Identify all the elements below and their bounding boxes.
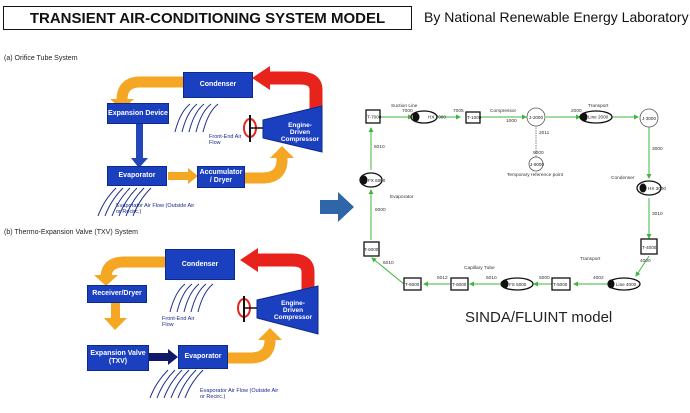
label-temp-ref: Temporary reference point (507, 172, 564, 178)
compressor-label-bottom: Engine-Driven Compressor (273, 300, 313, 322)
node-t6000 (450, 277, 469, 291)
path-9000: 9000 (533, 150, 544, 156)
pipe-network (368, 114, 652, 287)
path-1000: 1000 (506, 118, 517, 124)
credit-text: By National Renewable Energy Laboratory (424, 9, 689, 25)
section-label-a: (a) Orifice Tube System (4, 55, 78, 62)
node-j9000 (528, 156, 544, 172)
receiver-block: Receiver/Dryer (87, 285, 147, 303)
path-6000: 6000 (375, 207, 386, 213)
blue-arrowhead-b (168, 349, 178, 365)
orange-flow-arrow-b (100, 256, 165, 279)
node-t7000 (365, 109, 381, 124)
orange-arrowhead-2 (188, 168, 198, 184)
node-t5000 (551, 277, 571, 291)
blue-flow-arrow (136, 124, 143, 162)
orange-flow-arrow-3 (244, 155, 288, 184)
node-fs5000 (500, 277, 534, 291)
orange-flow-arrow-b2 (111, 301, 120, 319)
lbl-line2000: Line 2000 (588, 115, 609, 120)
red-arrowhead (252, 66, 270, 90)
label-evaporator: Evaporator (390, 194, 414, 200)
label-transport-top: Transport (588, 103, 609, 109)
evap-air-label-bottom: Evaporator Air Flow (Outside Air or Reci… (200, 388, 279, 401)
evap-air-arrows-bottom (149, 369, 204, 399)
red-flow-arrow (268, 71, 323, 110)
lbl-j2000: J-2000 (529, 115, 543, 120)
transfer-arrow (320, 192, 354, 222)
red-arrowhead-b (240, 248, 258, 272)
node-line2000 (579, 110, 613, 124)
blue-arrowhead (131, 158, 148, 168)
evaporator-block-bottom: Evaporator (178, 345, 228, 369)
compressor-shape-bottom (256, 285, 319, 335)
path-2000: 2000 (571, 108, 582, 114)
orange-arrowhead-b3 (258, 328, 282, 340)
path-6010: 6010 (383, 260, 394, 266)
path-3010: 3010 (652, 211, 663, 217)
path-7005: 7005 (453, 108, 464, 114)
evap-air-label-top: Evaporator Air Flow (Outside Air or Reci… (116, 203, 195, 216)
orange-arrowhead-b (94, 275, 118, 286)
node-j3000 (639, 108, 659, 128)
node-t6000c (363, 241, 380, 257)
label-condenser: Condenser (611, 175, 635, 181)
path-7000: 7000 (402, 108, 413, 114)
label-suction-line: Suction Line (391, 103, 418, 109)
node-j2000 (526, 107, 546, 127)
path-6010b: 6010 (374, 144, 385, 150)
path-5012: 5012 (437, 275, 448, 281)
condenser-block-top: Condenser (183, 72, 253, 98)
path-5010: 5010 (486, 275, 497, 281)
compressor-label-top: Engine-Driven Compressor (280, 122, 320, 144)
red-flow-arrow-b (256, 253, 315, 292)
lbl-hx3000: HX 3000 (648, 186, 666, 191)
section-label-b: (b) Thermo-Expansion Valve (TXV) System (4, 229, 138, 236)
lbl-t5000: T-5000 (553, 282, 568, 287)
front-air-arrows-bottom (169, 283, 214, 313)
lbl-j3000: J-3000 (642, 116, 656, 121)
lbl-fs5000: FS 5000 (509, 282, 527, 287)
label-compressor: Compressor (490, 108, 517, 114)
path-3000: 3000 (652, 146, 663, 152)
orange-flow-arrow-2 (168, 172, 190, 180)
sinda-fluint-label: SINDA/FLUINT model (465, 309, 613, 326)
lbl-line4000: Line 4000 (616, 282, 637, 287)
path-4002: 4002 (593, 275, 604, 281)
blue-flow-arrow-b (148, 353, 170, 361)
lbl-t4000: T-4000 (642, 245, 657, 250)
evaporator-block-top: Evaporator (107, 166, 167, 186)
node-t6000b (403, 277, 422, 291)
label-transport-bottom: Transport (580, 256, 601, 262)
accumulator-block: Accumulator / Dryer (197, 166, 245, 188)
lbl-t7000: T-7000 (367, 115, 382, 120)
orange-arrowhead-3 (270, 146, 294, 158)
node-t1000 (465, 111, 481, 124)
compressor-shape-top (262, 105, 323, 153)
front-air-arrows-top (174, 103, 219, 133)
lbl-t6000c: T-6000 (364, 247, 379, 252)
path-2011: 2011 (539, 130, 550, 136)
lbl-t1000: T-1000 (467, 115, 482, 120)
path-4000: 4000 (640, 258, 651, 264)
lbl-t6000b: T-6000 (405, 282, 420, 287)
lbl-j9000: J-9000 (530, 162, 544, 167)
label-capillary: Capillary Tube (464, 265, 495, 271)
expansion-valve-block: Expansion Valve (TXV) (87, 345, 149, 371)
path-5000: 5000 (539, 275, 550, 281)
expansion-device-block: Expansion Device (107, 103, 169, 124)
lbl-hx7000: HX 7000 (428, 115, 446, 120)
page-title: TRANSIENT AIR-CONDITIONING SYSTEM MODEL (3, 6, 412, 30)
lbl-fx6000: FX 6000 (368, 178, 386, 183)
node-t4000 (640, 238, 658, 255)
evap-air-arrows-top (97, 187, 152, 217)
front-air-label-bottom: Front-End Air Flow (162, 316, 195, 329)
orange-arrowhead-b2 (104, 318, 127, 330)
lbl-t6000: T-6000 (452, 282, 467, 287)
orange-flow-arrow-b3 (226, 337, 276, 364)
front-air-label-top: Front-End Air Flow (209, 134, 242, 147)
condenser-block-bottom: Condenser (165, 249, 235, 280)
